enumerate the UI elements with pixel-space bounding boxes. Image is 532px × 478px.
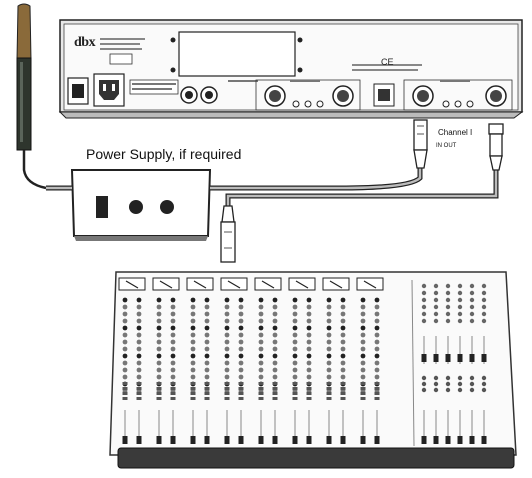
channel-strip: [322, 277, 350, 444]
ce-mark: CE: [381, 57, 394, 67]
in-out-label: IN OUT: [436, 143, 457, 149]
channel-strip: [186, 277, 214, 444]
channel-one-section: [403, 79, 513, 111]
power-supply-label: Power Supply, if required: [86, 146, 242, 162]
xlr-plug-mixer: [220, 205, 236, 263]
mixer-channel-strips: [118, 277, 384, 444]
dbx-logo: dbx: [74, 35, 96, 50]
rear-panel-fine-print: [100, 38, 422, 95]
channel-label: Channel I: [438, 128, 473, 137]
master-strip: [481, 283, 487, 444]
xlr-plug-in: [413, 119, 428, 169]
mixing-console: [109, 271, 517, 469]
output-rca-jacks: [180, 80, 258, 104]
master-strip: [421, 283, 427, 444]
channel-two-section: [255, 79, 361, 111]
master-strip: [445, 283, 451, 444]
channel-strip: [152, 277, 180, 444]
master-strip: [469, 283, 475, 444]
cables: [46, 166, 499, 208]
master-strip: [433, 283, 439, 444]
rack-unit-rear-panel: [58, 19, 524, 119]
power-switch-icon: [67, 77, 89, 105]
channel-strip: [254, 277, 282, 444]
channel-strip: [288, 277, 316, 444]
link-switch: [373, 83, 395, 107]
xlr-plug-out: [488, 123, 504, 171]
mixer-master-section: [421, 283, 487, 444]
master-strip: [457, 283, 463, 444]
microphone-icon: [16, 3, 47, 190]
power-inlet-icon: [93, 73, 125, 107]
channel-strip: [356, 277, 384, 444]
power-supply-box: [70, 169, 212, 241]
channel-strip: [220, 277, 248, 444]
channel-strip: [118, 277, 146, 444]
